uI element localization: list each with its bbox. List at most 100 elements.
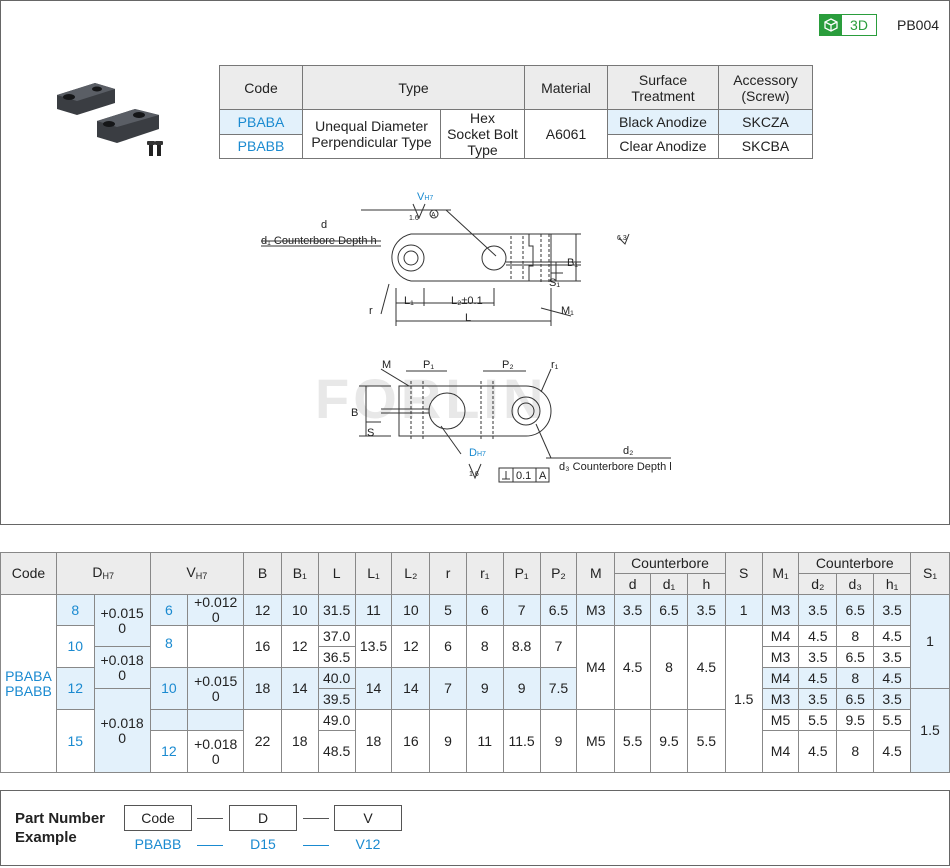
m1-val: M3 — [761, 594, 800, 626]
m-val: M4 — [576, 625, 616, 710]
m1-val: M3 — [761, 646, 800, 668]
m1-val: M4 — [761, 667, 800, 689]
h1-val: 4.5 — [873, 667, 912, 689]
page-code: PB004 — [897, 17, 940, 33]
s1-val: 1.5 — [910, 688, 950, 773]
v-val[interactable]: 6 — [149, 594, 189, 626]
p2-val: 6.5 — [539, 594, 578, 626]
dim-l2: L₂±0.1 — [451, 295, 483, 307]
th-s1: S₁ — [910, 552, 950, 595]
b1-val: 18 — [280, 709, 319, 773]
part-number-title: Part Number Example — [15, 810, 106, 846]
type-b: Hex Socket Bolt Type — [440, 109, 525, 159]
th-surface: Surface Treatment — [607, 65, 719, 110]
code-link-pbaba[interactable]: PBABA — [5, 667, 52, 684]
d-tol: +0.018 0 — [93, 646, 151, 689]
p1-val: 9 — [502, 667, 541, 710]
v-val[interactable]: 10 — [149, 667, 189, 710]
pn-value-code: PBABB — [134, 836, 182, 852]
d-val[interactable]: 10 — [55, 625, 95, 668]
th-b1: B₁ — [280, 552, 319, 595]
d3-val: 8 — [836, 625, 875, 647]
m1-val: M5 — [761, 709, 800, 731]
l2-val: 14 — [391, 667, 431, 710]
tolerance-frame: 0.1 A — [498, 467, 550, 483]
s-val: 1.5 — [724, 625, 763, 773]
dim-l: L — [465, 312, 471, 324]
d3-val: 8 — [836, 730, 875, 773]
th-cb-h: h — [686, 573, 726, 595]
th-l1: L₁ — [354, 552, 393, 595]
d-val[interactable]: 8 — [55, 594, 95, 626]
v-tol: +0.018 0 — [187, 730, 245, 773]
th-l: L — [317, 552, 356, 595]
material: A6061 — [524, 109, 608, 159]
m1-val: M3 — [761, 688, 800, 710]
b-val: 18 — [243, 667, 282, 710]
th-l2: L₂ — [391, 552, 431, 595]
th-material: Material — [524, 65, 608, 110]
code-link-pbaba[interactable]: PBABA — [219, 109, 303, 135]
dim-r1: r₁ — [551, 359, 559, 371]
dim-p1: P₁ — [423, 359, 434, 371]
d3-val: 6.5 — [836, 688, 875, 710]
code-link-pbabb[interactable]: PBABB — [219, 133, 303, 159]
th-cb-d1: d₁ — [650, 573, 688, 595]
d-val[interactable]: 15 — [55, 709, 95, 773]
l-val: 31.5 — [317, 594, 356, 626]
h1-val: 3.5 — [873, 646, 912, 668]
d-tol-2: +0.018 0 — [93, 688, 151, 773]
th-counterbore-2: Counterbore — [798, 552, 912, 574]
h1-val: 3.5 — [873, 688, 912, 710]
l1-val: 13.5 — [354, 625, 393, 668]
r1-val: 11 — [465, 709, 504, 773]
pn-dash — [303, 818, 329, 819]
p2-val: 7 — [539, 625, 578, 668]
th-code: Code — [0, 552, 57, 595]
l1-val: 11 — [354, 594, 393, 626]
d2-val: 3.5 — [798, 646, 838, 668]
3d-model-button[interactable]: 3D — [819, 14, 877, 36]
accessory-2: SKCBA — [718, 133, 813, 159]
l-val: 48.5 — [317, 730, 356, 773]
th-code: Code — [219, 65, 303, 110]
r-val: 6 — [429, 625, 467, 668]
d-val[interactable]: 12 — [55, 667, 95, 710]
code-link-pbabb[interactable]: PBABB — [5, 682, 52, 699]
dim-r: r — [369, 305, 373, 317]
d-tol: +0.015 0 — [93, 594, 151, 647]
r-val: 9 — [429, 709, 467, 773]
r-val: 5 — [429, 594, 467, 626]
d2-val: 3.5 — [798, 594, 838, 626]
pn-box-code: Code — [124, 805, 192, 831]
dim-p2: P₂ — [502, 359, 514, 371]
dim-d2: d₂ — [623, 445, 633, 457]
s1-val: 1 — [910, 594, 950, 689]
v-val[interactable]: 8 — [149, 625, 189, 668]
h1-val: 3.5 — [873, 594, 912, 626]
r1-val: 6 — [465, 594, 504, 626]
part-number-example: Part Number Example Code D V PBABB D15 V… — [0, 790, 950, 866]
th-s: S — [724, 552, 763, 595]
v-tol: +0.015 0 — [187, 667, 245, 710]
d2-val: 4.5 — [798, 730, 838, 773]
cb-d1-val: 6.5 — [650, 594, 688, 626]
r-val: 7 — [429, 667, 467, 710]
r1-val: 8 — [465, 625, 504, 668]
pn-value-v: V12 — [355, 836, 381, 852]
l1-val: 14 — [354, 667, 393, 710]
d3-val: 6.5 — [836, 594, 875, 626]
pn-box-v: V — [334, 805, 402, 831]
cb-d-val: 4.5 — [614, 625, 652, 710]
th-cb-h1: h₁ — [873, 573, 912, 595]
l1-val: 18 — [354, 709, 393, 773]
b-val: 22 — [243, 709, 282, 773]
h1-val: 4.5 — [873, 730, 912, 773]
l-val: 36.5 — [317, 646, 356, 668]
pn-value-dash — [197, 845, 223, 846]
th-dh7: DH7 — [55, 552, 151, 595]
th-cb-d: d — [614, 573, 652, 595]
th-p2: P₂ — [539, 552, 578, 595]
v-val[interactable]: 12 — [149, 730, 189, 773]
